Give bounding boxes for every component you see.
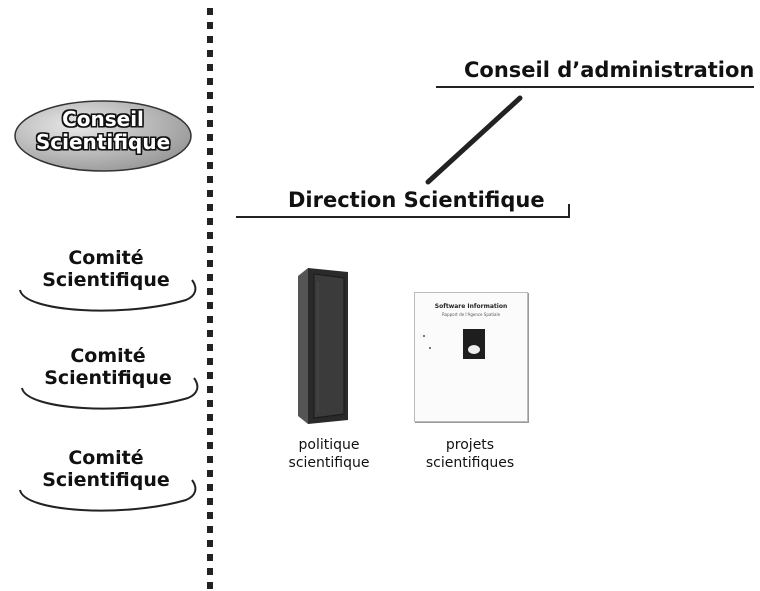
comite-scientifique-node-2: Comité Scientifique: [16, 344, 200, 416]
politique-caption: politique scientifique: [264, 436, 394, 472]
comite-1-line2: Scientifique: [42, 268, 170, 291]
comite-swoosh-1: [19, 279, 197, 312]
comite-3-line2: Scientifique: [42, 468, 170, 491]
projets-line2: scientifiques: [425, 455, 515, 472]
projets-line1: projets: [445, 437, 495, 453]
conseil-administration-label: Conseil d’administration: [464, 58, 755, 82]
comite-scientifique-node-3: Comité Scientifique: [14, 446, 198, 518]
comite-scientifique-node-1: Comité Scientifique: [14, 246, 198, 318]
report-cover-icon: Software Information Rapport de l'Agence…: [414, 292, 528, 422]
report-cover-image: [463, 329, 485, 359]
direction-scientifique-tick: [568, 204, 570, 218]
comite-swoosh-3: [19, 479, 197, 512]
conseil-scientifique-label: Conseil Scientifique: [10, 108, 196, 154]
direction-scientifique-label: Direction Scientifique: [288, 188, 545, 212]
conseil-scientifique-node: Conseil Scientifique: [10, 96, 196, 176]
politique-line1: politique: [298, 437, 360, 453]
book-icon: [298, 268, 348, 424]
comite-1-line1: Comité: [68, 247, 144, 269]
report-cover-subtitle: Rapport de l'Agence Spatiale: [441, 312, 501, 317]
comite-swoosh-2: [21, 377, 199, 410]
diagonal-connector: [425, 95, 523, 185]
comite-label-2: Comité Scientifique: [28, 345, 188, 390]
direction-scientifique-rule: [236, 216, 570, 218]
comite-3-line1: Comité: [68, 447, 144, 469]
conseil-line2: Scientifique: [35, 130, 171, 154]
projets-caption: projets scientifiques: [400, 436, 540, 472]
conseil-line1: Conseil: [62, 107, 144, 131]
comite-label-3: Comité Scientifique: [26, 447, 186, 492]
conseil-administration-rule: [436, 86, 754, 88]
politique-line2: scientifique: [288, 455, 370, 472]
comite-2-line1: Comité: [70, 345, 146, 367]
comite-2-line2: Scientifique: [44, 366, 172, 389]
report-cover-title: Software Information: [434, 303, 508, 310]
conseil-ellipse-shape: [14, 100, 192, 172]
dashed-divider: [207, 8, 213, 591]
comite-label-1: Comité Scientifique: [26, 247, 186, 292]
